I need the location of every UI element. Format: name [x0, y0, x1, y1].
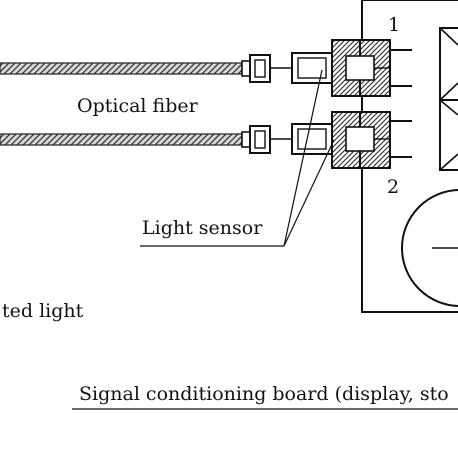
optical-fiber-2 — [0, 133, 243, 146]
channel-2-number: 2 — [387, 176, 399, 198]
optical-fiber-label: Optical fiber — [77, 95, 199, 117]
leads-2 — [390, 120, 412, 158]
transmitted-light-label: ted light — [2, 300, 84, 322]
light-sensor-label: Light sensor — [142, 217, 263, 239]
amplifier-1 — [439, 27, 458, 101]
fiber-connector-1 — [241, 54, 292, 83]
display-dial — [401, 189, 458, 307]
light-sensor-leaders — [140, 69, 335, 247]
board-caption: Signal conditioning board (display, sto — [79, 383, 449, 405]
fiber-connector-2 — [241, 125, 292, 154]
leads-1 — [390, 49, 412, 87]
sensor-housing-2 — [291, 111, 391, 169]
amplifier-2 — [439, 99, 458, 171]
optical-fiber-1 — [0, 62, 243, 75]
sensor-housing-1 — [291, 39, 391, 97]
channel-1-number: 1 — [388, 14, 400, 36]
